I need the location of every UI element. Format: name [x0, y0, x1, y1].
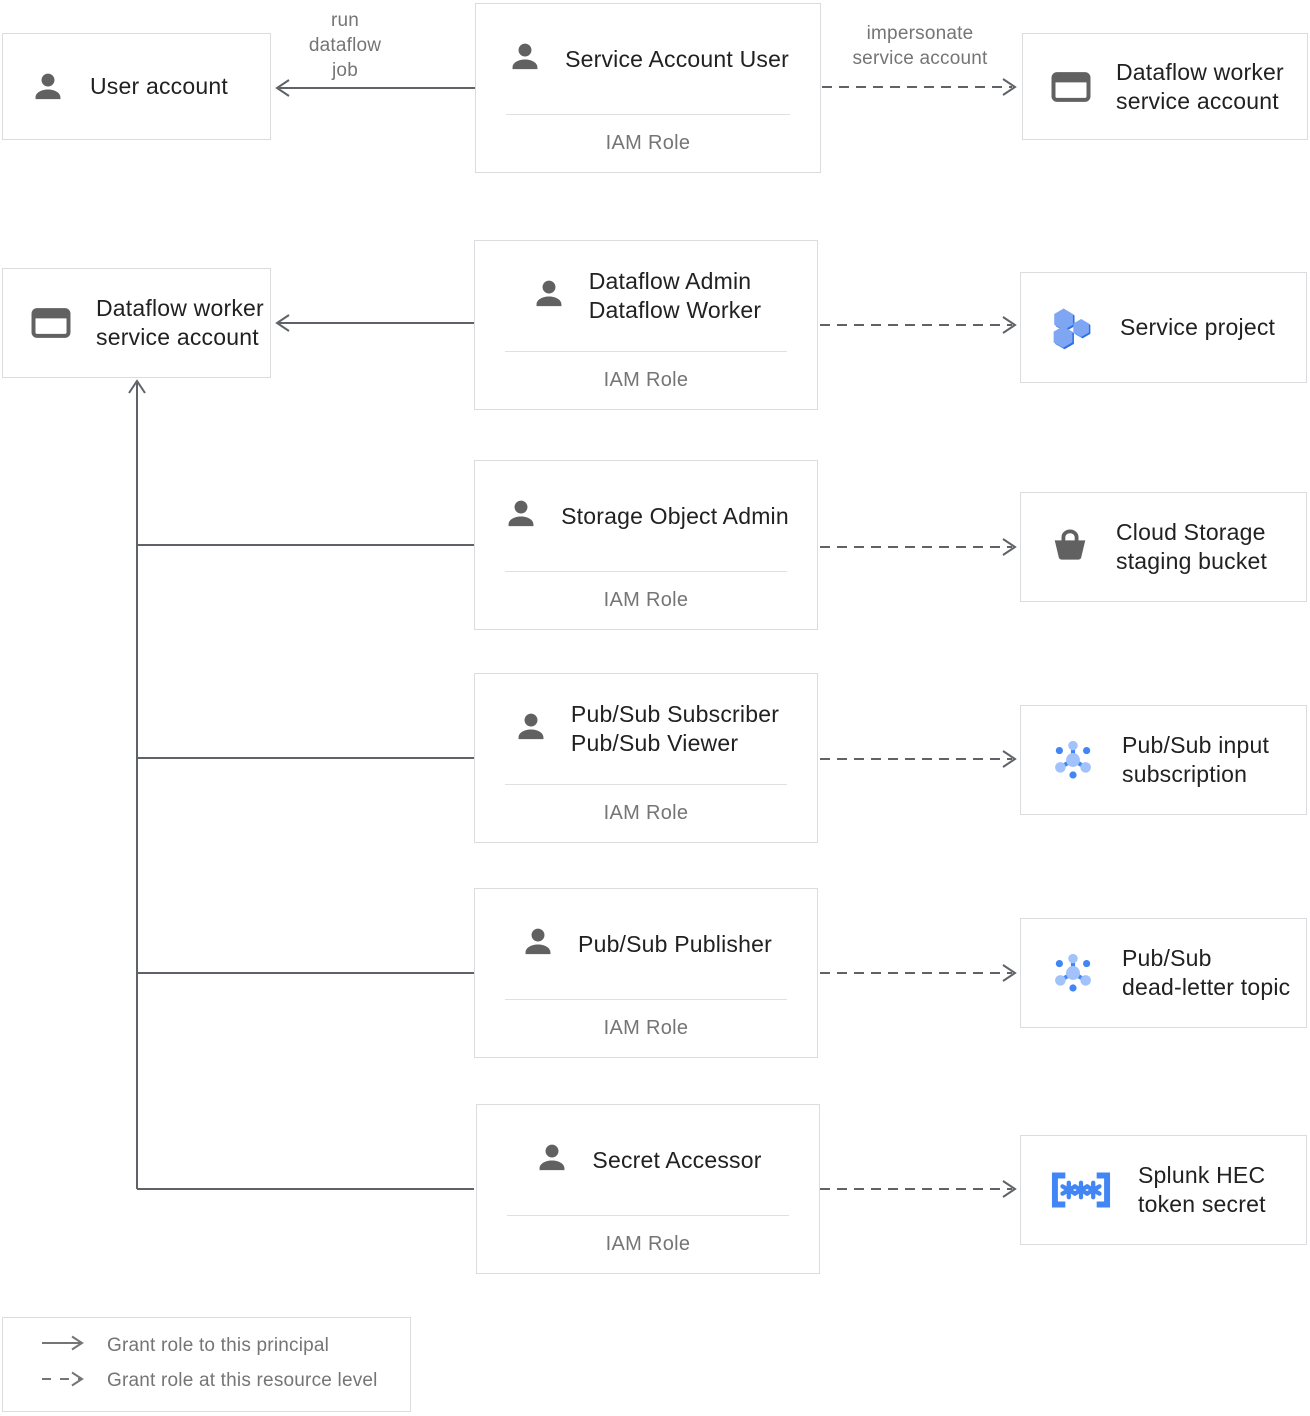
node-pubsub-subscriber-viewer: Pub/Sub Subscriber Pub/Sub Viewer IAM Ro…	[474, 673, 818, 843]
divider	[506, 114, 790, 115]
person-icon	[520, 924, 556, 965]
divider	[507, 1215, 789, 1216]
node-label: Cloud Storage staging bucket	[1116, 519, 1268, 574]
node-secret-accessor: Secret Accessor IAM Role	[476, 1104, 820, 1274]
person-icon	[503, 496, 539, 537]
edge-label-run-dataflow-job: run dataflow job	[308, 10, 382, 81]
legend-label: Grant role to this principal	[107, 1334, 330, 1356]
iam-role-subtitle: IAM Role	[603, 369, 689, 391]
iam-role-title: Dataflow Admin Dataflow Worker	[588, 268, 762, 323]
iam-role-title: Pub/Sub Subscriber Pub/Sub Viewer	[570, 701, 780, 756]
pubsub-icon	[1048, 948, 1098, 998]
divider	[505, 571, 787, 572]
node-label: Pub/Sub dead-letter topic	[1122, 945, 1291, 1000]
iam-role-subtitle: IAM Role	[603, 1017, 689, 1039]
node-dataflow-admin-worker: Dataflow Admin Dataflow Worker IAM Role	[474, 240, 818, 410]
legend-item-dashed: Grant role at this resource level	[39, 1370, 410, 1393]
iam-role-subtitle: IAM Role	[603, 589, 689, 611]
node-label: User account	[90, 73, 228, 99]
node-label: Splunk HEC token secret	[1138, 1162, 1266, 1217]
iam-role-subtitle: IAM Role	[603, 802, 689, 824]
iam-role-subtitle: IAM Role	[605, 132, 691, 154]
project-icon	[1048, 306, 1096, 350]
legend: Grant role to this principal Grant role …	[2, 1317, 411, 1412]
person-icon	[531, 276, 567, 317]
solid-arrow-icon	[39, 1334, 87, 1357]
node-splunk-hec-token-secret: Splunk HEC token secret	[1020, 1135, 1307, 1245]
person-icon	[513, 709, 549, 750]
iam-role-subtitle: IAM Role	[605, 1233, 691, 1255]
divider	[505, 351, 787, 352]
node-label: Dataflow worker service account	[1116, 58, 1284, 114]
person-icon	[30, 69, 66, 105]
node-label: Dataflow worker service account	[96, 295, 264, 350]
node-pubsub-publisher: Pub/Sub Publisher IAM Role	[474, 888, 818, 1058]
pubsub-icon	[1048, 735, 1098, 785]
service-account-icon	[30, 305, 72, 341]
node-service-account-user: Service Account User IAM Role	[475, 3, 821, 173]
iam-role-title: Secret Accessor	[592, 1146, 762, 1173]
node-pubsub-input-subscription: Pub/Sub input subscription	[1020, 705, 1307, 815]
legend-item-solid: Grant role to this principal	[39, 1334, 410, 1357]
iam-role-title: Storage Object Admin	[561, 502, 789, 529]
edge-label-impersonate-service-account: impersonate service account	[852, 23, 988, 69]
node-dataflow-worker-service-account-top: Dataflow worker service account	[1022, 33, 1308, 140]
node-label: Pub/Sub input subscription	[1122, 732, 1270, 787]
node-dataflow-worker-service-account-left: Dataflow worker service account	[2, 268, 271, 378]
legend-label: Grant role at this resource level	[107, 1370, 378, 1392]
iam-role-title: Service Account User	[565, 45, 789, 72]
node-service-project: Service project	[1020, 272, 1307, 383]
bucket-icon	[1048, 525, 1092, 569]
person-icon	[534, 1140, 570, 1181]
node-cloud-storage-staging-bucket: Cloud Storage staging bucket	[1020, 492, 1307, 602]
person-icon	[507, 39, 543, 80]
dashed-arrow-icon	[39, 1370, 87, 1393]
service-account-icon	[1050, 69, 1092, 105]
node-user-account: User account	[2, 33, 271, 140]
iam-role-title: Pub/Sub Publisher	[578, 930, 772, 957]
secret-icon	[1048, 1170, 1114, 1210]
node-label: Service project	[1120, 314, 1276, 340]
node-storage-object-admin: Storage Object Admin IAM Role	[474, 460, 818, 630]
divider	[505, 784, 787, 785]
node-pubsub-dead-letter-topic: Pub/Sub dead-letter topic	[1020, 918, 1307, 1028]
divider	[505, 999, 787, 1000]
